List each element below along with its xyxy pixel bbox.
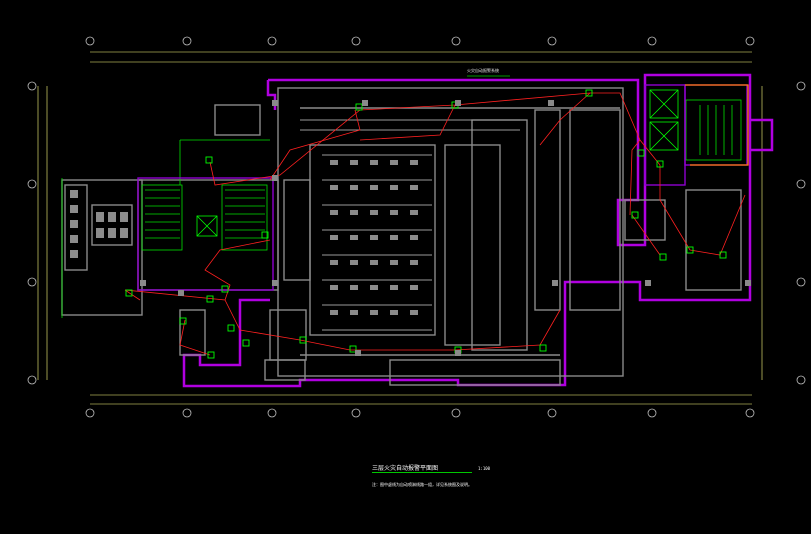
dimension-lines (37, 51, 763, 405)
legend-header: 火灾自动报警系统 (467, 68, 499, 73)
grid-axis-top (27, 36, 806, 418)
drawing-note: 注：图中虚线为自动喷淋线路一组，详见系统图及说明。 (372, 482, 472, 487)
stair-hatch (61, 99, 742, 318)
title-underline (372, 472, 472, 473)
core-walls (137, 84, 748, 291)
outer-wall (182, 73, 774, 388)
seating-rows (300, 119, 520, 331)
alarm-wiring (124, 92, 746, 356)
elevator-shafts (196, 89, 679, 237)
columns (140, 100, 751, 356)
orange-core-line (685, 84, 749, 166)
drawing-title: 三层火灾自动报警平面图 (372, 465, 439, 472)
furniture-blocks (70, 160, 418, 315)
drawing-scale: 1:100 (478, 466, 491, 471)
